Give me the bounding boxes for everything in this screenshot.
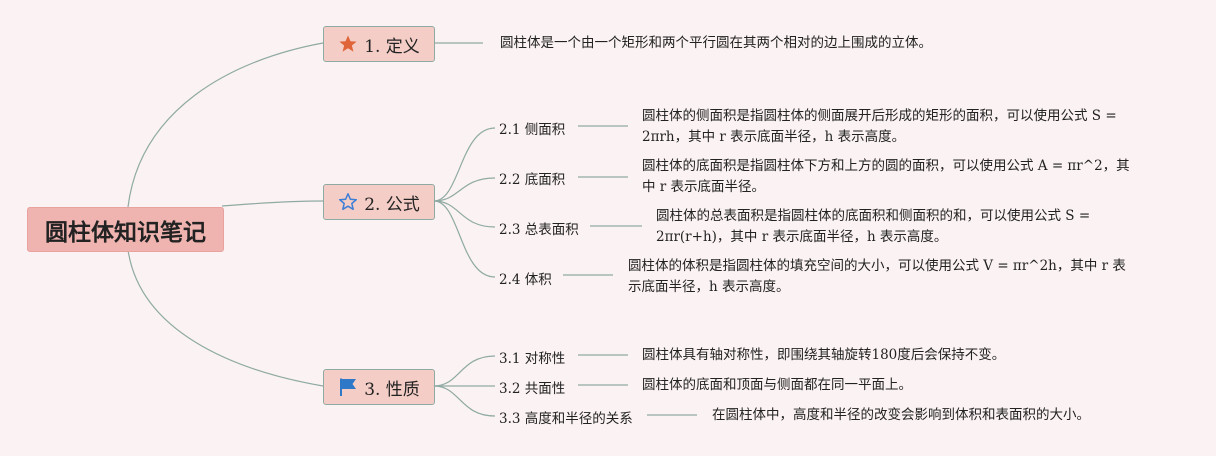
central-topic[interactable]: 圆柱体知识笔记 — [27, 207, 224, 252]
volume-text: 圆柱体的体积是指圆柱体的填充空间的大小，可以使用公式 V = πr^2h，其中 … — [628, 258, 1126, 295]
subtopic-volume[interactable]: 2.4 体积 — [499, 272, 552, 288]
subtopic-height-radius-relation[interactable]: 3.3 高度和半径的关系 — [499, 411, 633, 427]
connector-topic2-2-1 — [433, 127, 496, 202]
definition-detail-text: 圆柱体是一个由一个矩形和两个平行圆在其两个相对的边上围成的立体。 — [500, 35, 932, 51]
base-area-text: 圆柱体的底面积是指圆柱体下方和上方的圆的面积，可以使用公式 A = πr^2，其… — [642, 158, 1130, 195]
total-surface-area-text: 圆柱体的总表面积是指圆柱体的底面积和侧面积的和，可以使用公式 S = 2πr(r… — [656, 208, 1091, 245]
topic-definition-label: 1. 定义 — [364, 36, 420, 57]
topic-properties[interactable]: 3. 性质 — [323, 369, 435, 405]
topic-definition[interactable]: 1. 定义 — [323, 26, 435, 62]
connector-topic3-3-3 — [433, 385, 496, 417]
connector-root-topic3 — [127, 249, 324, 387]
star-filled-icon — [338, 34, 358, 54]
connector-topic2-2-2 — [433, 177, 496, 202]
topic-formulas-label: 2. 公式 — [364, 194, 420, 215]
subtopic-coplanarity[interactable]: 3.2 共面性 — [499, 381, 566, 397]
subtopic-total-surface-area[interactable]: 2.3 总表面积 — [499, 222, 579, 238]
connector-topic2-2-3 — [433, 200, 496, 228]
coplanarity-text: 圆柱体的底面和顶面与侧面都在同一平面上。 — [642, 377, 912, 393]
topic-formulas[interactable]: 2. 公式 — [323, 184, 435, 220]
topic-properties-label: 3. 性质 — [364, 379, 420, 400]
connector-root-topic2 — [221, 200, 324, 207]
symmetry-text: 圆柱体具有轴对称性，即围绕其轴旋转180度后会保持不变。 — [642, 347, 1006, 363]
connector-topic2-2-4 — [433, 200, 496, 278]
subtopic-base-area[interactable]: 2.2 底面积 — [499, 172, 566, 188]
subtopic-lateral-area[interactable]: 2.1 侧面积 — [499, 122, 566, 138]
star-outline-icon — [338, 192, 358, 212]
connector-topic3-3-1 — [433, 355, 496, 387]
central-topic-title: 圆柱体知识笔记 — [45, 219, 206, 246]
lateral-area-text: 圆柱体的侧面积是指圆柱体的侧面展开后形成的矩形的面积，可以使用公式 S = 2π… — [642, 108, 1117, 145]
height-radius-relation-text: 在圆柱体中，高度和半径的改变会影响到体积和表面积的大小。 — [712, 407, 1090, 423]
flag-icon — [338, 377, 358, 397]
subtopic-symmetry[interactable]: 3.1 对称性 — [499, 351, 566, 367]
connector-root-topic1 — [127, 42, 324, 208]
